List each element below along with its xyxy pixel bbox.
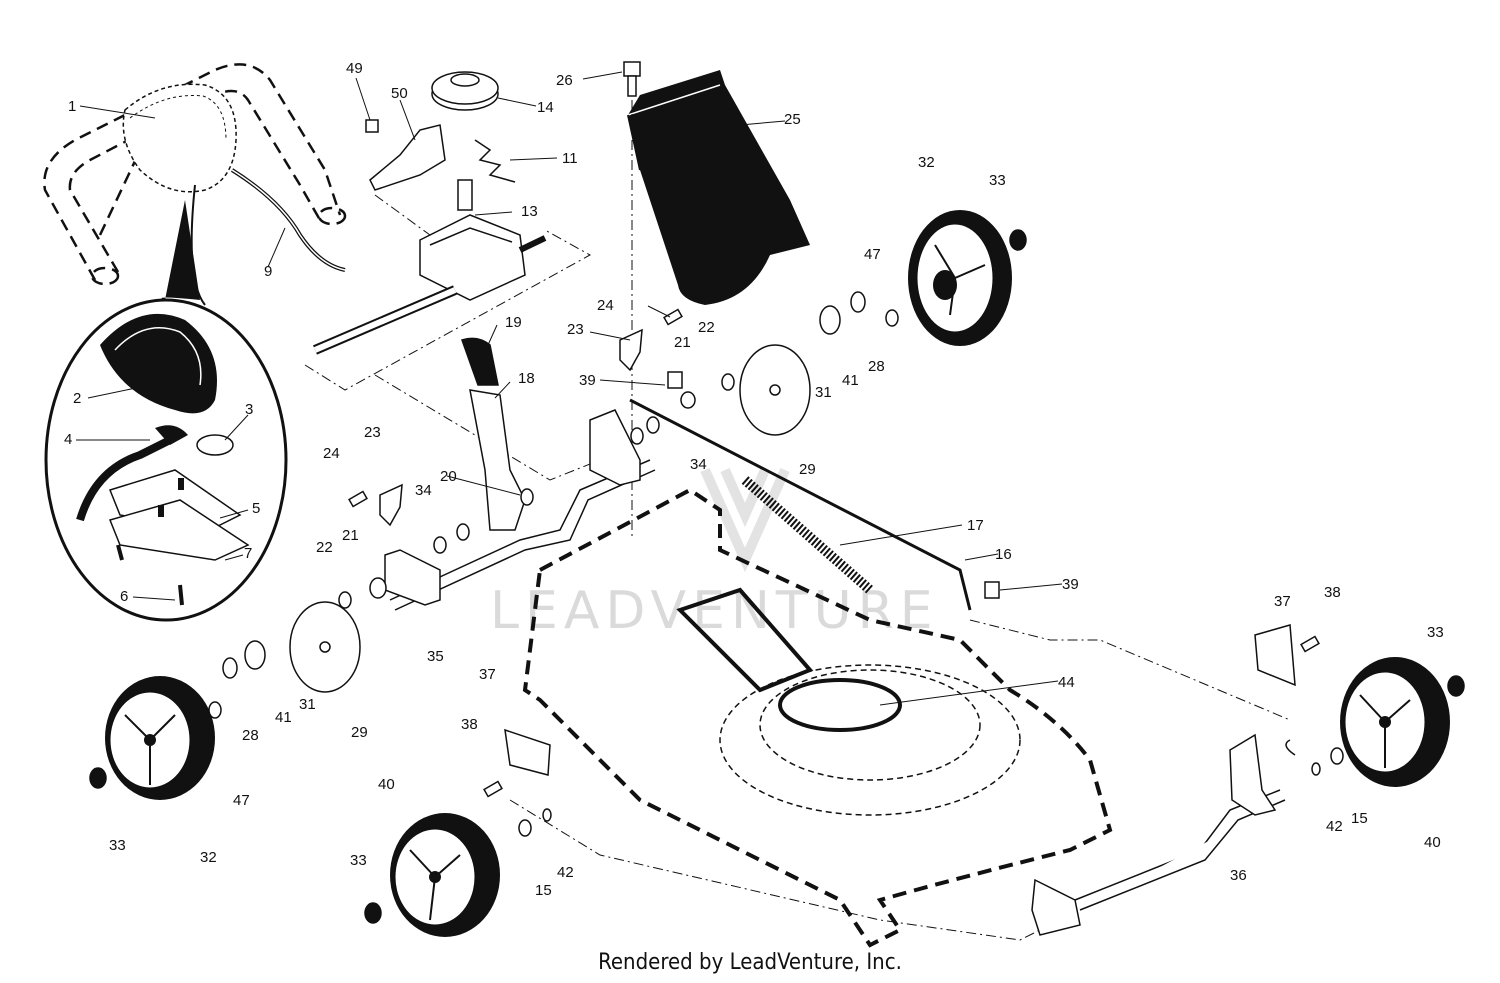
callout-23-right: 23 <box>567 321 584 338</box>
callout-25: 25 <box>784 111 801 128</box>
callout-21-left: 21 <box>342 527 359 544</box>
footer-credit: Rendered by LeadVenture, Inc. <box>598 950 902 975</box>
callout-42-left: 42 <box>557 864 574 881</box>
callout-2: 2 <box>73 390 81 407</box>
wheel-32-rear-right <box>908 210 1012 346</box>
callout-29-right: 29 <box>799 461 816 478</box>
callout-13: 13 <box>521 203 538 220</box>
callout-5: 5 <box>252 500 260 517</box>
callout-22-left: 22 <box>316 539 333 556</box>
callout-33-rear-left: 33 <box>109 837 126 854</box>
callout-44: 44 <box>1058 674 1075 691</box>
callout-24-right: 24 <box>597 297 614 314</box>
handle-bail-cover <box>122 83 237 193</box>
callout-15-right: 15 <box>1351 810 1368 827</box>
callout-37-left: 37 <box>479 666 496 683</box>
callout-14: 14 <box>537 99 554 116</box>
rear-deflector <box>627 70 810 305</box>
callout-20: 20 <box>440 468 457 485</box>
callout-4: 4 <box>64 431 72 448</box>
callout-21-right: 21 <box>674 334 691 351</box>
callout-15-left: 15 <box>535 882 552 899</box>
drive-gear-29-right <box>739 344 811 436</box>
callout-37-right: 37 <box>1274 593 1291 610</box>
callout-39-top: 39 <box>579 372 596 389</box>
callout-42-right: 42 <box>1326 818 1343 835</box>
callout-19: 19 <box>505 314 522 331</box>
callout-36: 36 <box>1230 867 1247 884</box>
callout-28-right: 28 <box>868 358 885 375</box>
callout-22-right: 22 <box>698 319 715 336</box>
detail-callout-circle <box>44 184 288 622</box>
callout-35: 35 <box>427 648 444 665</box>
rear-axle <box>384 337 656 611</box>
callout-labels: 1 2 3 4 5 6 7 9 11 13 14 16 17 18 19 20 … <box>64 60 1444 899</box>
callout-28-left: 28 <box>242 727 259 744</box>
callout-32-right: 32 <box>918 154 935 171</box>
callout-18: 18 <box>518 370 535 387</box>
mower-deck <box>509 487 1291 948</box>
callout-47-right: 47 <box>864 246 881 263</box>
callout-39-bottom: 39 <box>1062 576 1079 593</box>
callout-26: 26 <box>556 72 573 89</box>
callout-17: 17 <box>967 517 984 534</box>
wheel-32-rear-left <box>105 676 215 800</box>
small-hardware <box>89 119 1465 924</box>
front-axle <box>1031 733 1286 936</box>
callout-34-left: 34 <box>415 482 432 499</box>
callout-33-front-left: 33 <box>350 852 367 869</box>
drive-gear-29-left <box>289 601 361 693</box>
callout-32-left: 32 <box>200 849 217 866</box>
callout-41-right: 41 <box>842 372 859 389</box>
callout-47-left: 47 <box>233 792 250 809</box>
callout-38-right: 38 <box>1324 584 1341 601</box>
spring-17 <box>741 476 874 594</box>
callout-9: 9 <box>264 263 272 280</box>
leader-lines <box>76 71 1063 706</box>
transmission-dashdot-frame <box>304 194 601 481</box>
detail-assembly <box>76 313 250 606</box>
callout-7: 7 <box>244 545 252 562</box>
transmission-assembly <box>313 71 547 355</box>
control-cable <box>230 168 346 272</box>
watermark-logo <box>700 467 790 573</box>
callout-33-rear-right: 33 <box>989 172 1006 189</box>
callout-40-right: 40 <box>1424 834 1441 851</box>
callout-3: 3 <box>245 401 253 418</box>
callout-49: 49 <box>346 60 363 77</box>
callout-34-right: 34 <box>690 456 707 473</box>
callout-16: 16 <box>995 546 1012 563</box>
callout-41-left: 41 <box>275 709 292 726</box>
callout-33-front-right: 33 <box>1427 624 1444 641</box>
height-rod-16 <box>629 398 972 611</box>
callout-50: 50 <box>391 85 408 102</box>
callout-38-left: 38 <box>461 716 478 733</box>
callout-6: 6 <box>120 588 128 605</box>
callout-11: 11 <box>562 150 578 167</box>
bolt-26 <box>623 61 641 97</box>
callout-31-right: 31 <box>815 384 832 401</box>
callout-23-left: 23 <box>364 424 381 441</box>
watermark-text: LEADVENTURE <box>490 581 939 641</box>
callout-31-left: 31 <box>299 696 316 713</box>
callout-1: 1 <box>68 98 76 115</box>
callout-24-left: 24 <box>323 445 340 462</box>
wheel-40-front-right <box>1340 657 1450 787</box>
wheel-40-front-left <box>390 813 500 937</box>
callout-29-left: 29 <box>351 724 368 741</box>
callout-40-left: 40 <box>378 776 395 793</box>
